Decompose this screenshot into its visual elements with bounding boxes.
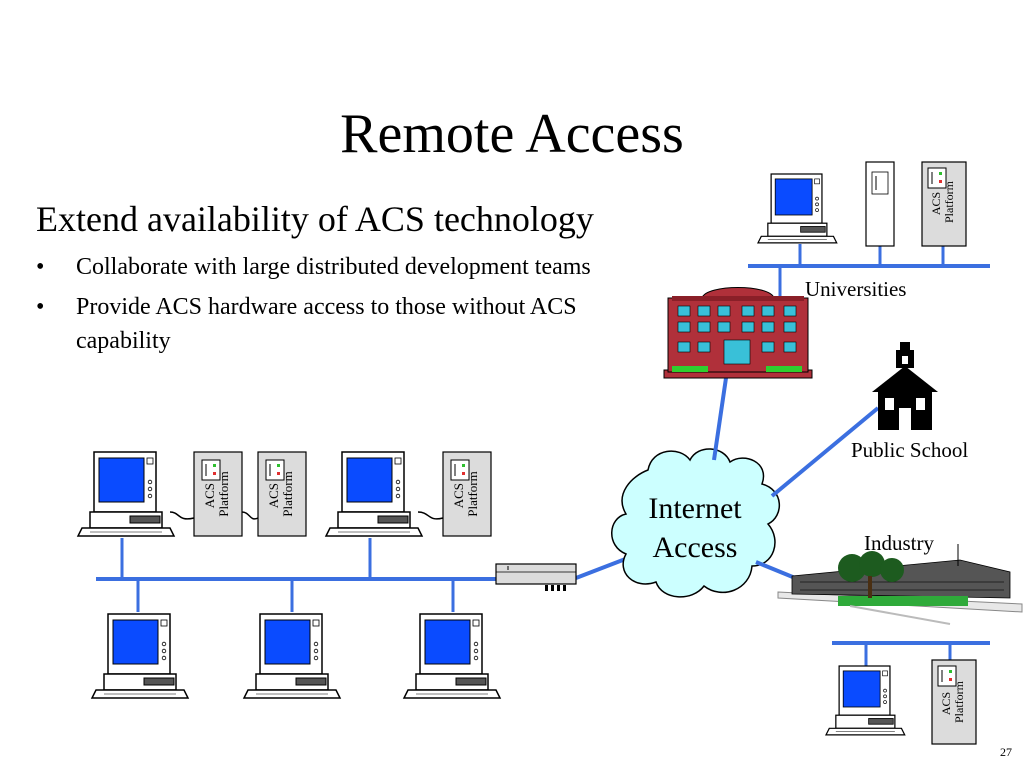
acs-platform-icon: ACS Platform [921,161,967,247]
slide-title: Remote Access [340,103,684,165]
computer-icon [757,173,838,244]
server-icon [865,161,895,247]
computer-icon [91,613,189,699]
svg-text:ACS Platform: ACS Platform [266,471,295,517]
bullet-text: Provide ACS hardware access to those wit… [76,294,577,354]
bullet-icon: • [36,254,45,280]
acs-label-line1: ACS [451,483,466,508]
bullet-icon: • [36,294,45,320]
public-school-label: Public School [851,438,968,462]
internet-cloud: Internet Access [611,448,781,598]
universities-network: ACS Platform Universities [663,161,990,379]
acs-label-line2: Platform [280,471,295,517]
university-building-icon [663,287,813,379]
acs-platform-icon: ACS Platform [193,451,243,537]
router-internet-link [575,556,629,580]
internet-label-line1: Internet [648,492,742,525]
industry-network: ACS Platform [825,641,990,745]
acs-platform-icon: ACS Platform [442,451,492,537]
bullet-text: Collaborate with large distributed devel… [76,254,591,280]
acs-label-line2: Platform [952,680,966,723]
bullet-item: • Provide ACS hardware access to those wi… [36,290,636,358]
acs-label-line1: ACS [939,692,953,715]
acs-platform-icon: ACS Platform [931,659,977,745]
svg-text:ACS Platform: ACS Platform [451,471,480,517]
acs-label-line1: ACS [266,483,281,508]
computer-icon [77,451,175,537]
local-network: ACS Platform ACS Platform ACS Platform [77,451,629,699]
school-link [770,406,880,498]
internet-label-line2: Access [653,531,738,564]
public-school-building-icon [872,342,938,430]
slide-subtitle: Extend availability of ACS technology [36,199,594,239]
acs-label-line2: Platform [465,471,480,517]
computer-icon [825,665,906,736]
industry-building-icon [777,544,1023,625]
industry-label: Industry [864,531,934,555]
page-number: 27 [1000,745,1012,759]
svg-text:ACS Platform: ACS Platform [929,180,956,223]
bullet-item: • Collaborate with large distributed deve… [36,250,636,284]
acs-label-line2: Platform [216,471,231,517]
acs-label-line1: ACS [929,192,943,215]
svg-text:ACS Platform: ACS Platform [939,680,966,723]
computer-icon [243,613,341,699]
universities-label: Universities [805,277,906,301]
computer-icon [325,451,423,537]
bullet-list: • Collaborate with large distributed deve… [36,250,636,364]
router-icon [495,563,577,591]
computer-icon [403,613,501,699]
acs-label-line2: Platform [942,180,956,223]
acs-platform-icon: ACS Platform [257,451,307,537]
svg-text:ACS Platform: ACS Platform [202,471,231,517]
acs-label-line1: ACS [202,483,217,508]
university-link [712,377,728,461]
